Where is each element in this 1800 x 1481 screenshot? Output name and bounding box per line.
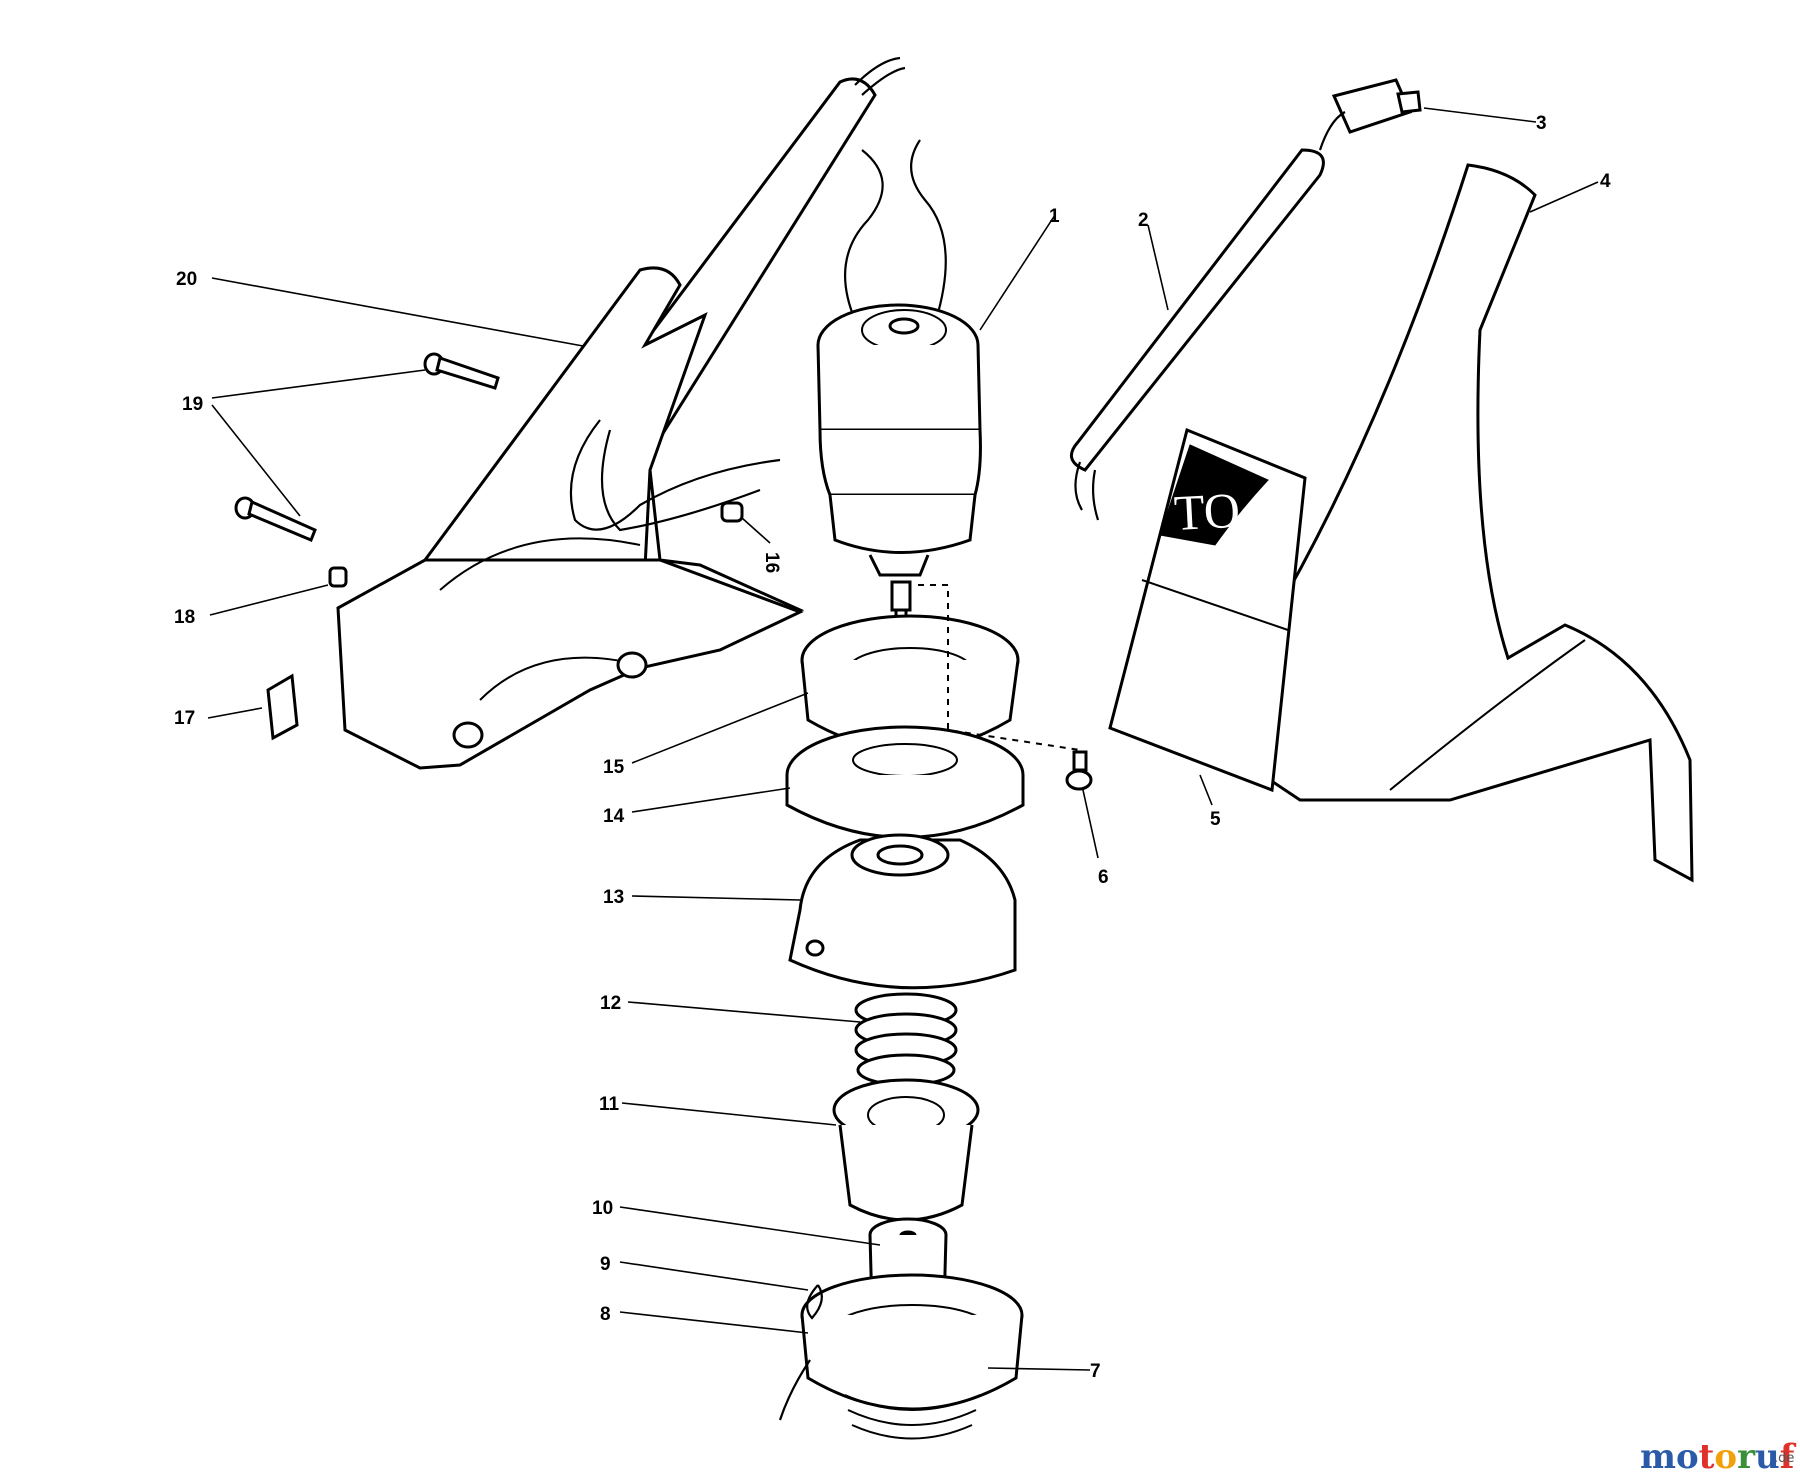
svg-text:17: 17 [174, 708, 195, 729]
watermark-letter: f [1780, 1437, 1797, 1477]
motor-part-1 [816, 139, 982, 577]
svg-text:18: 18 [174, 607, 195, 628]
svg-text:5: 5 [1210, 809, 1221, 830]
connector-part-3 [1318, 78, 1422, 151]
svg-text:2: 2 [1138, 210, 1149, 231]
housing-part-13 [788, 833, 1017, 990]
watermark-letter: o [1714, 1437, 1737, 1477]
callout-3: 3 [1423, 107, 1547, 134]
callout-2: 2 [1138, 210, 1169, 311]
screw-19-upper [423, 352, 500, 390]
watermark-letter: u [1755, 1437, 1780, 1477]
bump-knob-part-11 [832, 1078, 980, 1222]
svg-text:3: 3 [1536, 113, 1547, 134]
callout-5: 5 [1199, 774, 1221, 830]
svg-text:20: 20 [176, 269, 197, 290]
callout-18: 18 [174, 584, 329, 628]
svg-text:13: 13 [603, 887, 624, 908]
callout-12: 12 [600, 993, 861, 1023]
svg-text:10: 10 [592, 1198, 613, 1219]
callout-15: 15 [603, 692, 809, 778]
watermark-letter: o [1676, 1437, 1699, 1477]
screw-18 [328, 566, 348, 588]
screw-16 [720, 501, 744, 523]
clip-17 [266, 673, 299, 741]
screw-19-lower [234, 496, 317, 542]
svg-text:14: 14 [603, 806, 625, 827]
svg-text:6: 6 [1098, 867, 1109, 888]
callout-17: 17 [174, 707, 263, 729]
spring-part-12 [854, 992, 958, 1087]
svg-text:12: 12 [600, 993, 621, 1014]
callout-11: 11 [599, 1094, 837, 1126]
callout-20: 20 [176, 269, 584, 347]
svg-text:16: 16 [761, 552, 782, 573]
callout-1: 1 [979, 206, 1060, 331]
housing-left-part-20 [336, 56, 906, 770]
svg-text:19: 19 [182, 394, 203, 415]
callout-8: 8 [600, 1304, 809, 1334]
callout-6: 6 [1082, 789, 1109, 888]
svg-text:9: 9 [600, 1254, 611, 1275]
callout-7: 7 [987, 1361, 1101, 1382]
svg-text:11: 11 [599, 1094, 620, 1115]
line-9 [778, 1284, 823, 1421]
callout-13: 13 [603, 887, 801, 908]
decal-text: TO [1173, 482, 1242, 541]
svg-text:8: 8 [600, 1304, 611, 1325]
hub-part-15 [800, 614, 1020, 752]
decal-part-5: TO [1108, 427, 1307, 793]
spool-cover-part-14 [785, 725, 1025, 839]
callout-19: 19 [182, 369, 426, 517]
tube-part-2 [1069, 148, 1325, 521]
callout-10: 10 [592, 1198, 881, 1246]
watermark-letter: t [1699, 1437, 1715, 1477]
svg-text:7: 7 [1090, 1361, 1101, 1382]
callout-4: 4 [1529, 171, 1611, 213]
callout-16: 16 [741, 517, 782, 573]
svg-text:4: 4 [1600, 171, 1611, 192]
guard-part-4 [1258, 163, 1694, 883]
spool-part-8 [800, 1273, 1024, 1440]
callout-9: 9 [600, 1254, 809, 1291]
callout-14: 14 [603, 787, 791, 827]
svg-text:15: 15 [603, 757, 625, 778]
motoruf-watermark: motoruf .de [1640, 1437, 1797, 1477]
watermark-tld: .de [1774, 1451, 1794, 1466]
watermark-letter: r [1737, 1437, 1756, 1477]
svg-text:motoruf: motoruf [1640, 1437, 1797, 1477]
screw-6 [1065, 750, 1093, 791]
svg-text:1: 1 [1049, 206, 1060, 227]
watermark-letter: m [1640, 1437, 1676, 1477]
